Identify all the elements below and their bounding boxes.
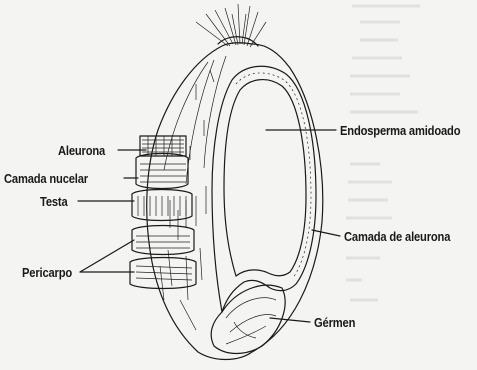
aleurone-layer-outline <box>212 66 316 312</box>
grain-outline <box>147 43 323 360</box>
label-testa: Testa <box>40 194 68 209</box>
background-text-marks <box>346 6 420 300</box>
label-camada-nucelar: Camada nucelar <box>4 171 88 186</box>
label-pericarpo: Pericarpo <box>22 265 72 280</box>
germ <box>211 285 285 353</box>
aleurone-texture <box>236 73 311 278</box>
endosperm-outline <box>224 80 306 276</box>
leader-lines <box>78 130 340 322</box>
label-camada-de-aleurona: Camada de aleurona <box>344 229 450 244</box>
grain-brush <box>196 4 266 47</box>
label-germen: Gérmen <box>314 315 355 330</box>
label-aleurona: Aleurona <box>58 143 105 158</box>
label-endosperma-amidoado: Endosperma amidoado <box>340 123 460 138</box>
